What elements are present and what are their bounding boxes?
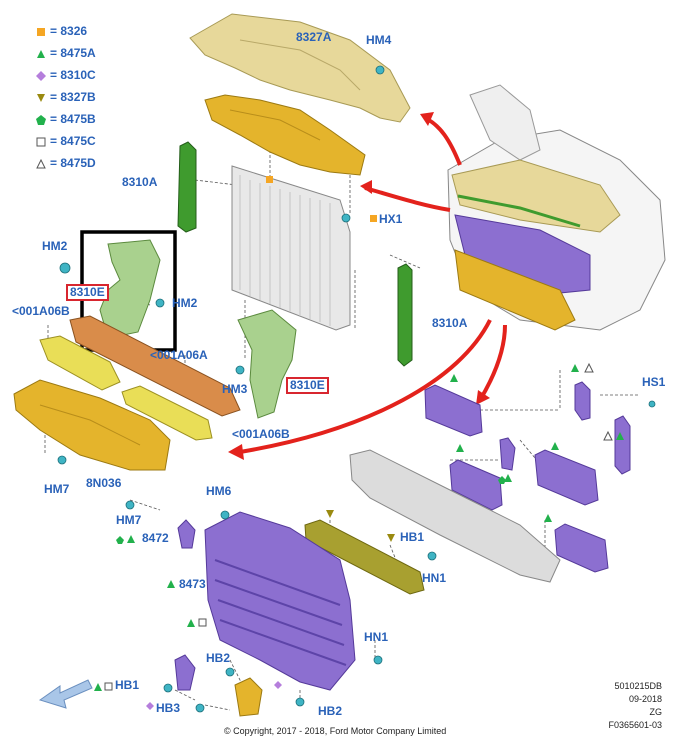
legend-row-8310C: = 8310C — [36, 68, 156, 90]
legend-equals: = — [50, 46, 58, 60]
label-HM2-right: HM2 — [172, 296, 198, 310]
part-8327B-shield — [204, 94, 366, 176]
label-8473: 8473 — [179, 577, 206, 591]
fasteners — [57, 65, 656, 713]
legend-code: 8327B — [60, 90, 96, 104]
label-HB3: HB3 — [156, 701, 181, 715]
part-001A06A-bar — [69, 315, 241, 417]
figure-date: 09-2018 — [628, 694, 662, 704]
copyright-notice: © Copyright, 2017 - 2018, Ford Motor Com… — [224, 726, 447, 736]
label-HN1-lower: HN1 — [364, 630, 389, 644]
legend-row-8475D: = 8475D — [36, 156, 156, 178]
label-001A06B-lower: <001A06B — [232, 427, 290, 441]
legend-code: 8475B — [60, 112, 96, 126]
label-8327A: 8327A — [296, 30, 332, 44]
part-8327A-detail — [239, 39, 361, 91]
figure-number: F0365601-03 — [608, 720, 662, 730]
label-8310E-boxed-right: 8310E — [286, 377, 329, 394]
purple-deflectors — [424, 381, 631, 573]
label-HB1-right: HB1 — [400, 530, 425, 544]
part-8310E-right — [237, 309, 297, 419]
square-icon — [37, 28, 45, 36]
part-8N036-detail — [39, 404, 141, 446]
vehicle-front-assembly — [447, 84, 666, 331]
legend-code: 8310C — [60, 68, 96, 82]
label-HS1: HS1 — [642, 375, 666, 389]
label-HM3: HM3 — [222, 382, 248, 396]
part-8N036-tray — [13, 379, 171, 471]
label-HM7-right: HM7 — [116, 513, 142, 527]
legend: = 8326 = 8475A = 8310C = 8327B = 8475B =… — [36, 24, 156, 178]
red-arrows — [239, 116, 507, 454]
legend-equals: = — [50, 90, 58, 104]
part-001A06B-upper — [39, 335, 121, 391]
red-arrow-heads — [228, 112, 490, 460]
label-HX1: HX1 — [379, 212, 403, 226]
legend-equals: = — [50, 156, 58, 170]
triangle-down-icon — [37, 94, 45, 102]
label-HN1-upper: HN1 — [422, 571, 447, 585]
radiator-fins — [239, 175, 331, 326]
part-8472-bracket — [177, 519, 196, 549]
legend-code: 8475A — [60, 46, 96, 60]
legend-equals: = — [50, 68, 58, 82]
direction-arrow-icon — [38, 679, 93, 709]
part-8310E-left — [99, 239, 161, 339]
label-HB1-left: HB1 — [115, 678, 140, 692]
legend-equals: = — [50, 134, 58, 148]
part-bumper-beam — [349, 449, 561, 583]
diamond-icon — [36, 71, 46, 81]
label-8310A-right: 8310A — [432, 316, 468, 330]
label-8310E-boxed-left: 8310E — [66, 284, 109, 301]
triangle-icon — [37, 50, 45, 58]
part-hb-bracket — [174, 654, 196, 691]
grille-slats — [214, 559, 347, 666]
figure-id: 5010215DB — [614, 681, 662, 691]
legend-code: 8326 — [60, 24, 88, 38]
legend-row-8475B: = 8475B — [36, 112, 156, 134]
part-8310A-right — [397, 263, 413, 367]
label-8N036: 8N036 — [86, 476, 122, 490]
legend-row-8475A: = 8475A — [36, 46, 156, 68]
label-001A06B-upper: <001A06B — [12, 304, 70, 318]
part-8310A-left — [177, 141, 197, 233]
label-001A06A: <001A06A — [150, 348, 208, 362]
legend-row-8326: = 8326 — [36, 24, 156, 46]
legend-equals: = — [50, 24, 58, 38]
part-001A06B-lower — [121, 385, 213, 441]
pentagon-icon — [36, 115, 46, 125]
part-8473-grille — [204, 511, 356, 691]
legend-row-8327B: = 8327B — [36, 90, 156, 112]
legend-code: 8475D — [60, 156, 96, 170]
legend-equals: = — [50, 112, 58, 126]
part-small-gold-bracket — [234, 677, 263, 717]
figure-code: ZG — [649, 707, 663, 717]
inline-symbols — [94, 176, 624, 710]
label-8310A-left: 8310A — [122, 175, 158, 189]
figure-metadata: 5010215DB 09-2018 ZG F0365601-03 — [608, 680, 662, 732]
label-HM4: HM4 — [366, 33, 392, 47]
label-HB2-lower: HB2 — [318, 704, 343, 718]
square-outline-icon — [36, 137, 46, 147]
label-HM7-left: HM7 — [44, 482, 70, 496]
label-HB2-upper: HB2 — [206, 651, 231, 665]
legend-row-8475C: = 8475C — [36, 134, 156, 156]
part-8327B-detail — [229, 109, 321, 141]
label-HM6: HM6 — [206, 484, 232, 498]
legend-code: 8475C — [60, 134, 96, 148]
label-8472: 8472 — [142, 531, 169, 545]
triangle-outline-icon — [36, 159, 46, 169]
label-HM2-left: HM2 — [42, 239, 68, 253]
